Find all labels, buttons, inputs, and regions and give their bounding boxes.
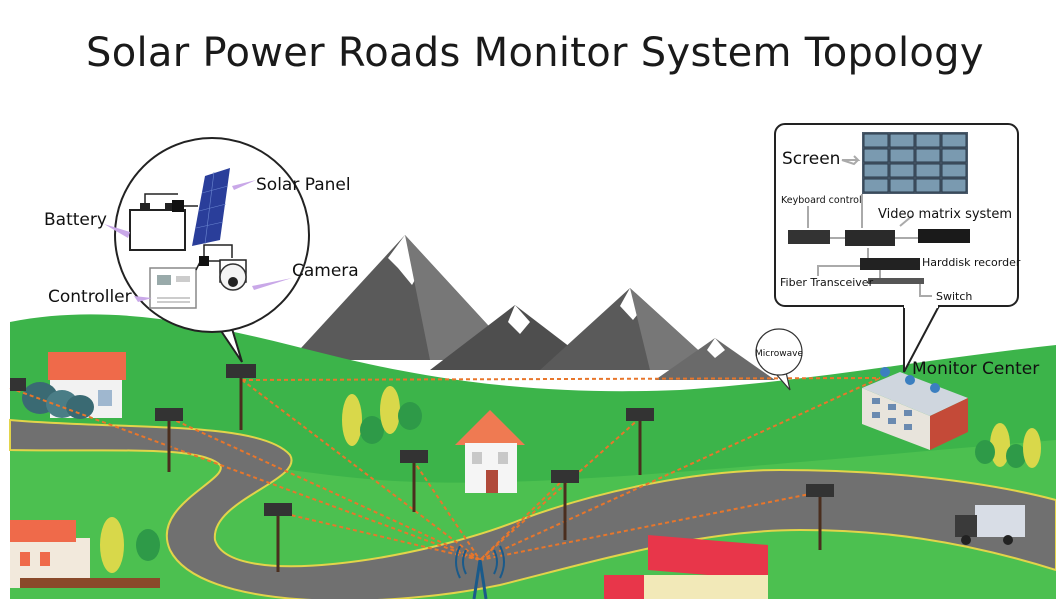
bottom-left-house	[10, 517, 160, 588]
fiber-transceiver-icon	[860, 258, 920, 270]
fiber-transceiver-label: Fiber Transceiver	[780, 276, 874, 289]
battery-label: Battery	[44, 210, 107, 230]
video-matrix-label: Video matrix system	[878, 207, 1012, 222]
microwave-tower-icon	[455, 545, 505, 599]
camera-label: Camera	[292, 261, 359, 281]
monitor-center-building-icon	[862, 367, 968, 450]
controller-label: Controller	[48, 287, 132, 307]
landscape	[9, 314, 1056, 599]
screen-wall-icon	[862, 132, 968, 194]
monitor-center-callout: Screen Keyboard control Video matrix sys…	[774, 123, 1021, 373]
keyboard-control-label: Keyboard control	[781, 195, 862, 206]
switch-icon	[868, 278, 924, 284]
battery-icon	[129, 193, 186, 251]
bottom-building	[604, 535, 768, 599]
switch-label: Switch	[936, 290, 972, 303]
solar-poles	[10, 364, 834, 572]
screen-label: Screen	[782, 149, 840, 169]
trees	[342, 386, 1041, 468]
left-house	[22, 352, 126, 419]
network-links	[9, 377, 881, 561]
harddisk-recorder-label: Harddisk recorder	[922, 256, 1021, 269]
solar-panel-icon	[192, 168, 230, 246]
mountains	[290, 235, 775, 380]
callout-pointers	[104, 180, 292, 302]
video-matrix-icon	[845, 230, 895, 246]
microwave-bubble: Microwave	[755, 328, 803, 391]
device-callout: Solar Panel Battery Camera Controller	[44, 137, 359, 363]
page-title: Solar Power Roads Monitor System Topolog…	[86, 30, 984, 76]
keyboard-icon	[788, 230, 830, 244]
camera-icon	[219, 259, 247, 291]
harddisk-recorder-icon	[918, 229, 970, 243]
microwave-label: Microwave	[755, 349, 803, 359]
solar-panel-label: Solar Panel	[256, 175, 351, 195]
middle-house	[455, 410, 525, 493]
truck	[955, 505, 1025, 545]
controller-icon	[149, 267, 197, 309]
monitor-center-label: Monitor Center	[912, 359, 1039, 379]
